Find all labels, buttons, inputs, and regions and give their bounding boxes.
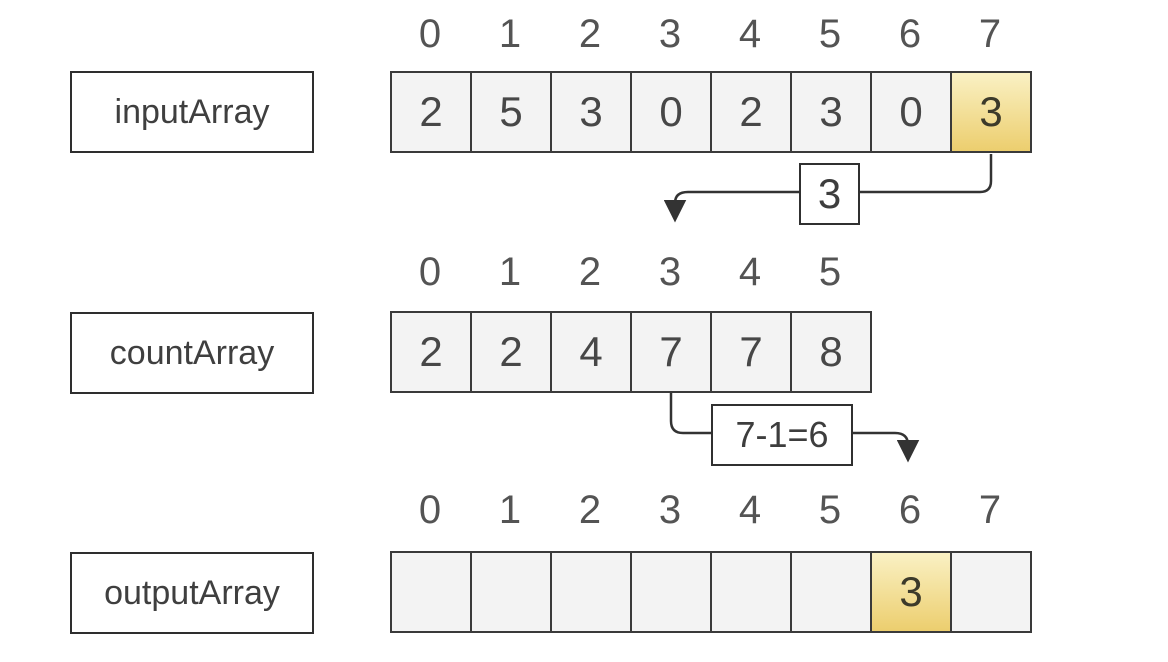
index-label: 3	[658, 488, 682, 532]
array-cell: 2	[390, 311, 472, 393]
input-array-label-box: inputArray	[70, 71, 314, 153]
array-cell: 2	[710, 71, 792, 153]
array-cell	[470, 551, 552, 633]
output-array-cells: 3	[390, 551, 1032, 633]
index-label: 3	[658, 250, 682, 294]
input-array-label: inputArray	[114, 92, 270, 131]
index-label: 4	[738, 488, 762, 532]
count-array-label-box: countArray	[70, 312, 314, 394]
array-cell: 0	[630, 71, 712, 153]
count-array-indices: 0 1 2 3 4 5	[390, 250, 870, 294]
output-array-label-box: outputArray	[70, 552, 314, 634]
index-label: 0	[418, 12, 442, 56]
annotation-value-label: 3	[817, 170, 842, 217]
index-label: 6	[898, 488, 922, 532]
index-label: 1	[498, 12, 522, 56]
array-cell: 5	[470, 71, 552, 153]
index-label: 3	[658, 12, 682, 56]
index-label: 2	[578, 250, 602, 294]
input-array-indices: 0 1 2 3 4 5 6 7	[390, 12, 1030, 56]
array-cell: 7	[710, 311, 792, 393]
index-label: 0	[418, 488, 442, 532]
array-cell: 3	[790, 71, 872, 153]
array-cell: 8	[790, 311, 872, 393]
count-array-cells: 2 2 4 7 7 8	[390, 311, 872, 393]
array-cell-highlighted: 3	[870, 551, 952, 633]
array-cell	[550, 551, 632, 633]
index-label: 0	[418, 250, 442, 294]
array-cell: 2	[470, 311, 552, 393]
annotation-calculation-label: 7-1=6	[735, 414, 829, 455]
array-cell: 0	[870, 71, 952, 153]
index-label: 7	[978, 12, 1002, 56]
array-cell	[710, 551, 792, 633]
array-cell	[390, 551, 472, 633]
index-label: 1	[498, 250, 522, 294]
index-label: 2	[578, 488, 602, 532]
array-cell: 2	[390, 71, 472, 153]
array-cell: 7	[630, 311, 712, 393]
index-label: 2	[578, 12, 602, 56]
index-label: 5	[818, 488, 842, 532]
annotation-box-calculation: 7-1=6	[711, 404, 853, 466]
output-array-indices: 0 1 2 3 4 5 6 7	[390, 488, 1030, 532]
input-array-cells: 2 5 3 0 2 3 0 3	[390, 71, 1032, 153]
array-cell: 4	[550, 311, 632, 393]
index-label: 4	[738, 250, 762, 294]
index-label: 1	[498, 488, 522, 532]
index-label: 4	[738, 12, 762, 56]
index-label: 5	[818, 12, 842, 56]
array-cell	[630, 551, 712, 633]
array-cell	[950, 551, 1032, 633]
output-array-label: outputArray	[104, 573, 280, 612]
array-cell-highlighted: 3	[950, 71, 1032, 153]
index-label: 7	[978, 488, 1002, 532]
annotation-box-value: 3	[799, 163, 860, 225]
index-label: 5	[818, 250, 842, 294]
array-cell	[790, 551, 872, 633]
index-label: 6	[898, 12, 922, 56]
count-array-label: countArray	[109, 333, 275, 372]
array-cell: 3	[550, 71, 632, 153]
